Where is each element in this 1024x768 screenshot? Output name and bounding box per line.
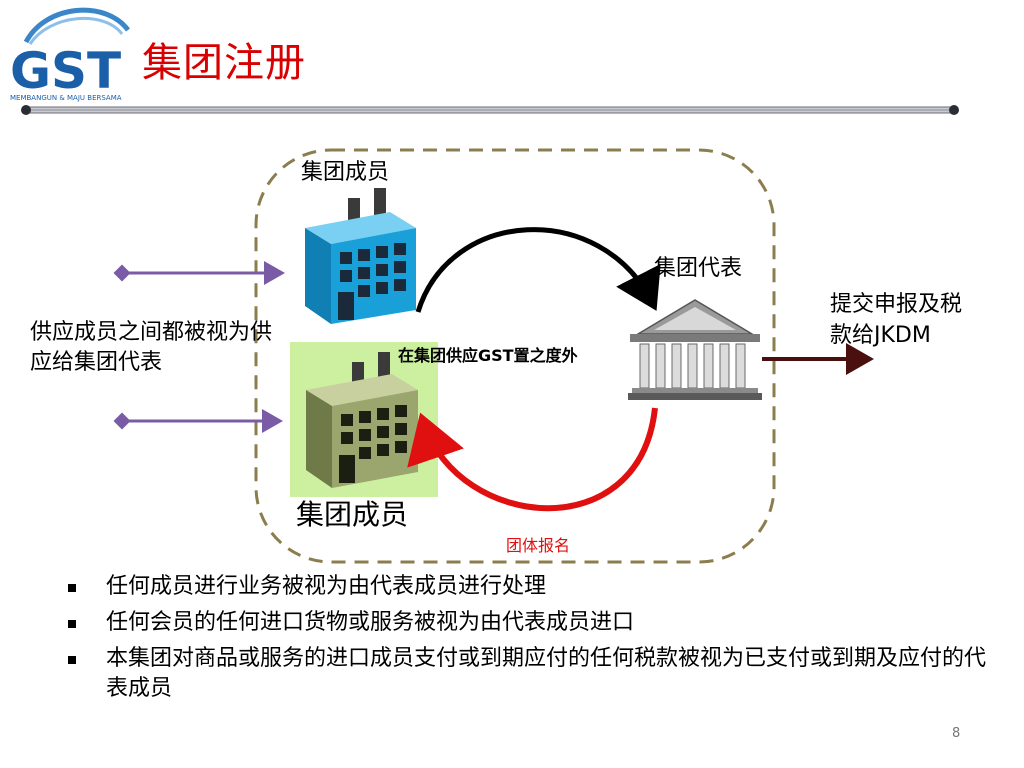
bullet-text: 本集团对商品或服务的进口成员支付或到期应付的任何税款被视为已支付或到期及应付的代…	[106, 646, 987, 701]
logo-text: GST	[10, 42, 121, 100]
member-to-representative-arrow	[415, 227, 661, 313]
bullet-square-icon	[68, 656, 76, 664]
group-registration-label: 团体报名	[506, 536, 571, 555]
supply-note: 供应成员之间都被视为供应给集团代表	[30, 320, 273, 375]
bullet-square-icon	[68, 584, 76, 592]
bullet-list: 任何成员进行业务被视为由代表成员进行处理 任何会员的任何进口货物或服务被视为由代…	[62, 572, 1002, 710]
incoming-supply-arrow-bottom	[113, 409, 283, 433]
gst-logo: GST MEMBANGUN & MAJU BERSAMA	[6, 4, 132, 104]
bullet-square-icon	[68, 620, 76, 628]
representative-building-icon	[628, 299, 762, 400]
building-blue-icon	[305, 188, 416, 324]
member-top-label: 集团成员	[301, 160, 390, 185]
bullet-item: 任何成员进行业务被视为由代表成员进行处理	[62, 572, 1002, 602]
building-olive-icon	[306, 352, 418, 488]
member-bottom-label: 集团成员	[296, 498, 409, 531]
bullet-text: 任何成员进行业务被视为由代表成员进行处理	[106, 574, 547, 599]
bullet-text: 任何会员的任何进口货物或服务被视为由代表成员进口	[106, 610, 635, 635]
logo-tagline: MEMBANGUN & MAJU BERSAMA	[10, 94, 122, 102]
header-divider	[20, 101, 960, 115]
page-number: 8	[952, 726, 961, 741]
group-registration-arrow	[407, 407, 658, 512]
bullet-item: 任何会员的任何进口货物或服务被视为由代表成员进口	[62, 608, 1002, 638]
representative-label: 集团代表	[654, 256, 743, 281]
incoming-supply-arrow-top	[113, 261, 285, 285]
out-of-scope-label: 在集团供应GST置之度外	[398, 346, 578, 365]
group-boundary	[254, 148, 776, 564]
submit-label-line1: 提交申报及税	[830, 292, 963, 317]
bullet-item: 本集团对商品或服务的进口成员支付或到期应付的任何税款被视为已支付或到期及应付的代…	[62, 644, 1002, 704]
submit-label-line2: 款给JKDM	[830, 323, 931, 348]
page-title: 集团注册	[142, 40, 306, 86]
